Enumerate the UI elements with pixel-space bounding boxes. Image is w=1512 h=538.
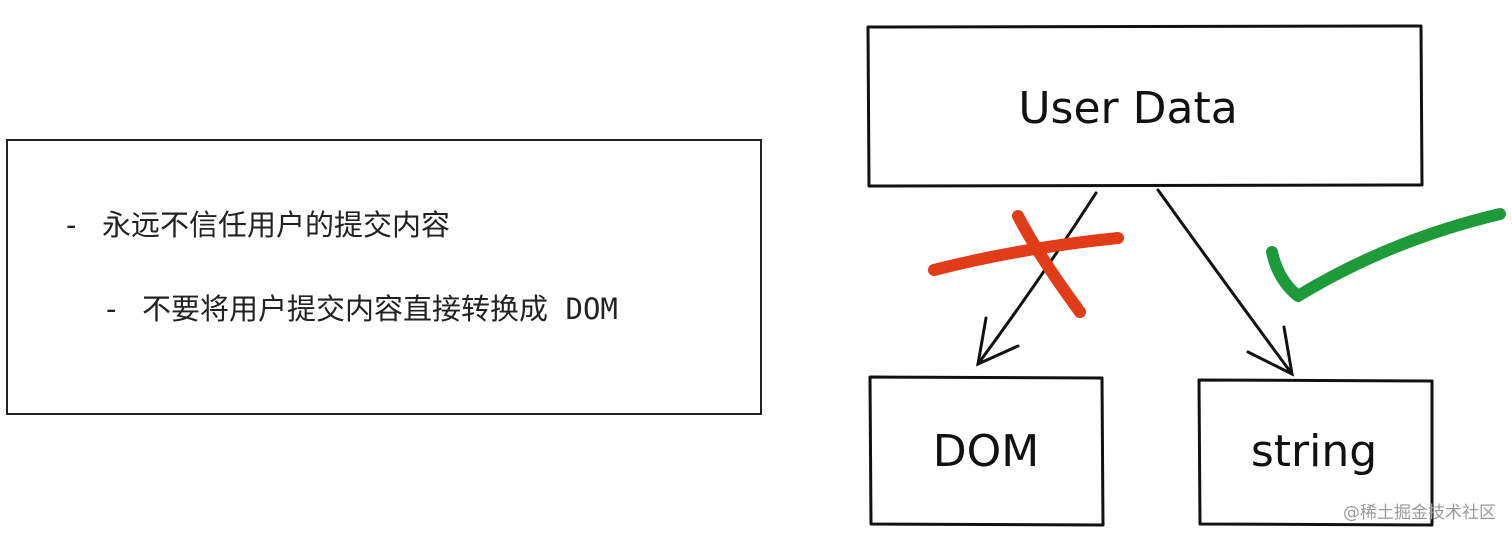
bullet-dash: - <box>106 292 117 326</box>
notes-box: -永远不信任用户的提交内容 -不要将用户提交内容直接转换成 DOM <box>6 139 762 415</box>
note-line-dom: -不要将用户提交内容直接转换成 DOM <box>106 291 618 327</box>
dom-box: DOM <box>868 375 1105 527</box>
dom-label: DOM <box>933 426 1039 477</box>
note-line-trust: -永远不信任用户的提交内容 <box>66 207 450 243</box>
accept-check-icon <box>1266 208 1506 302</box>
string-label: string <box>1251 426 1377 477</box>
user-data-box: User Data <box>866 24 1424 188</box>
arrow-to-string <box>1156 188 1294 377</box>
arrow-to-dom <box>976 191 1098 367</box>
bullet-dash: - <box>66 208 77 242</box>
watermark: @稀土掘金技术社区 <box>1343 503 1496 523</box>
note-text-dom: 不要将用户提交内容直接转换成 <box>142 292 549 326</box>
note-text-dom-tail: DOM <box>565 292 618 326</box>
note-text-trust: 永远不信任用户的提交内容 <box>102 208 451 242</box>
reject-cross-icon <box>928 210 1124 318</box>
string-box: string <box>1197 378 1434 527</box>
user-data-label: User Data <box>1018 83 1237 134</box>
